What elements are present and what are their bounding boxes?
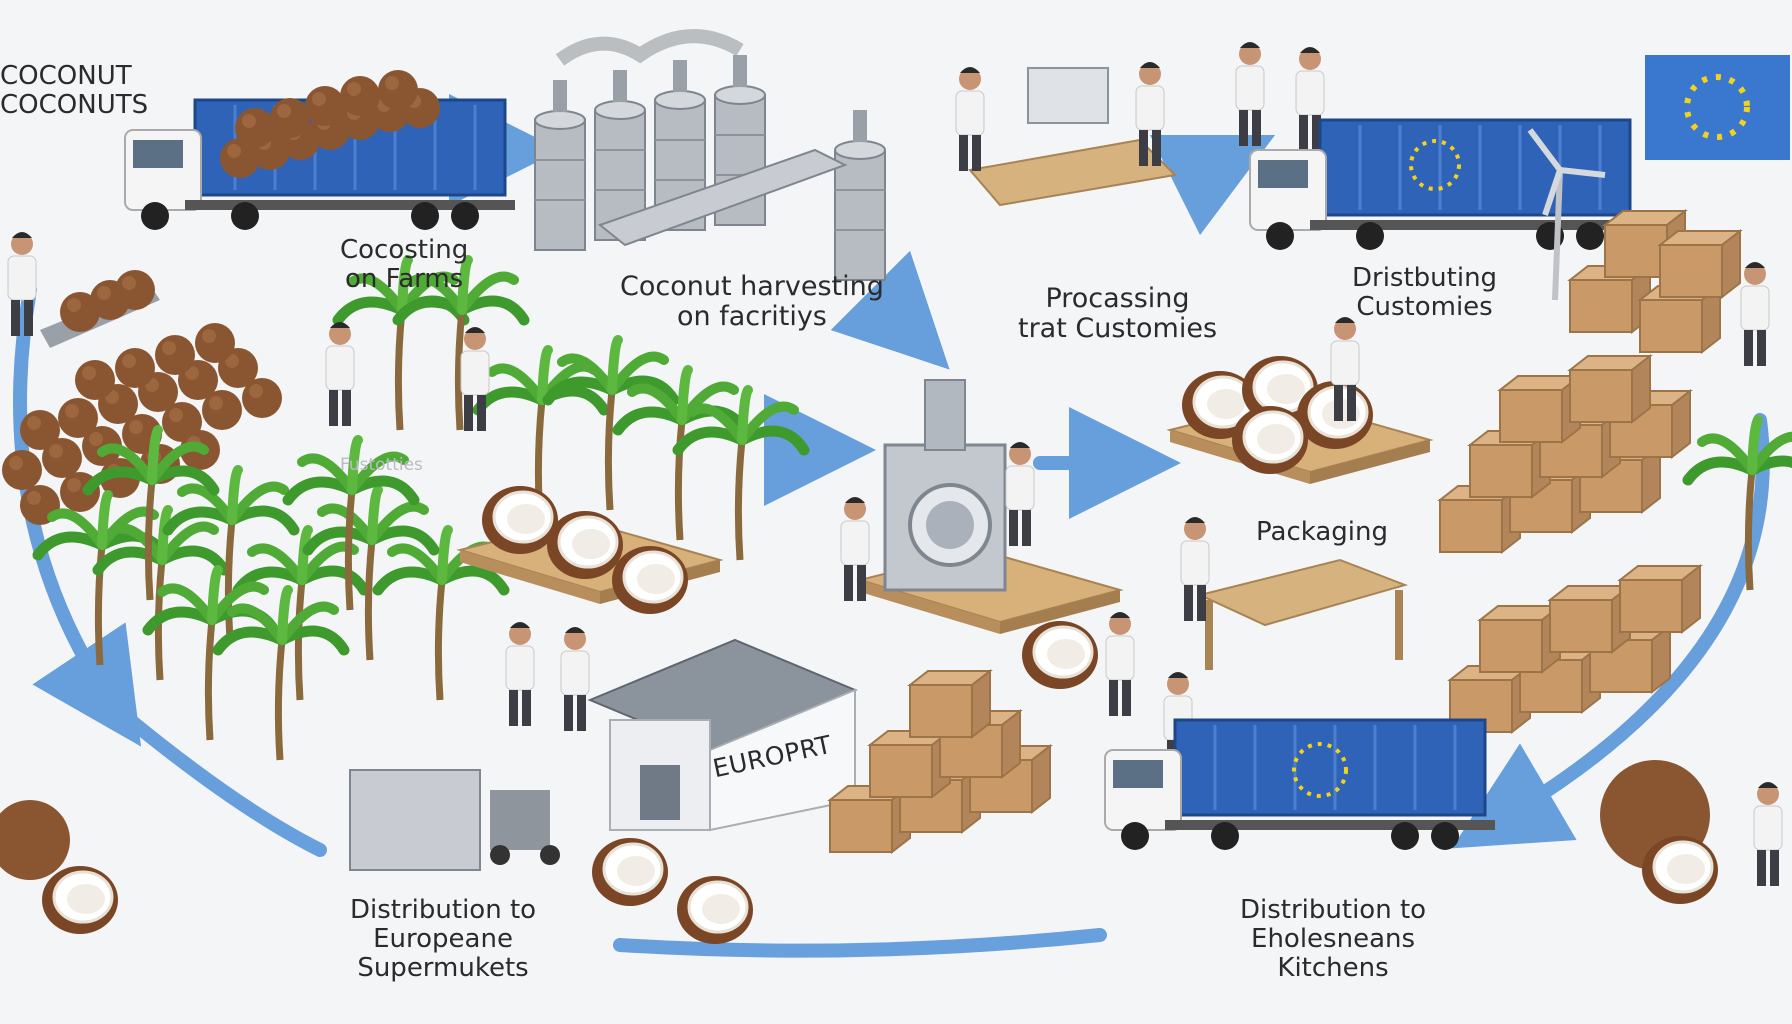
- worker-icon: [1005, 441, 1035, 547]
- label-processing: Procassing trat Customies: [1018, 283, 1218, 345]
- label-harvesting: Coconut harvesting on facritiys: [620, 271, 884, 333]
- arrow-icon: [1451, 413, 1770, 849]
- booth: [349, 769, 481, 871]
- box-stack-right: [1439, 355, 1701, 733]
- coconut-icon: [545, 509, 625, 581]
- eu-stars: [1292, 742, 1348, 798]
- worker-icon: [460, 326, 490, 432]
- truck-icon: [1248, 118, 1642, 252]
- label-distribution-kitchens-line-1: Distribution to: [1240, 895, 1427, 925]
- worker-icon: [1105, 611, 1135, 717]
- box-icon: [1549, 585, 1631, 653]
- box-icon: [1569, 355, 1651, 423]
- silo-icon: [534, 79, 586, 251]
- box-icon: [1619, 565, 1701, 633]
- label-harvesting-line-1: Coconut harvesting: [620, 271, 884, 302]
- label-distribution-kitchens-line-3: Kitchens: [1277, 953, 1389, 984]
- label-farms-line-2: on Farms: [344, 264, 464, 295]
- worker-icon: [1180, 516, 1210, 622]
- label-processing-line-1: Procassing: [1045, 283, 1190, 314]
- label-distribution-kitchens-line-2: Eholesneans: [1251, 924, 1416, 955]
- arrow-icon: [830, 250, 950, 370]
- arrow-icon: [1149, 134, 1276, 236]
- worker-icon: [955, 66, 985, 172]
- coconut-icon: [115, 270, 155, 310]
- packaging-table: [1197, 558, 1409, 627]
- worker-icon: [1740, 261, 1770, 367]
- palm-tree-icon: [548, 340, 674, 510]
- label-distribution-europe-line-2: Europeane: [373, 924, 513, 955]
- coconut-icon: [40, 864, 120, 936]
- conveyor: [597, 148, 848, 247]
- coconut-icon: [1020, 619, 1100, 691]
- eu-stars: [1409, 139, 1461, 191]
- box-icon: [1659, 230, 1741, 298]
- warehouse-icon: [587, 638, 858, 832]
- forklift: [490, 790, 550, 850]
- box-icon: [1499, 375, 1581, 443]
- box-icon: [1479, 605, 1561, 673]
- processing-machine: [883, 379, 1007, 592]
- title-top-left: COCONUT COCONUTS: [0, 61, 149, 121]
- coconut-icon: [1230, 404, 1310, 476]
- truck-icon: [1103, 718, 1497, 852]
- label-distributing-top: Dristbuting Customies: [1352, 263, 1498, 323]
- coconut-icon: [610, 544, 690, 616]
- coconut-icon: [675, 874, 755, 946]
- arrow-icon: [613, 928, 1107, 958]
- title-line-1: COCONUT: [0, 61, 132, 91]
- label-distributing-line-1: Dristbuting: [1352, 263, 1498, 293]
- palm-tree-icon: [148, 570, 274, 740]
- box-stack-bottom-center: [829, 670, 1051, 853]
- palm-tree-icon: [618, 370, 744, 540]
- coconut-icon: [480, 484, 560, 556]
- wind-turbine-icon: [1527, 128, 1606, 301]
- label-farms: Cocosting on Farms: [340, 235, 469, 295]
- coconut-icon: [0, 800, 70, 880]
- worker-icon: [1235, 41, 1265, 147]
- monitor: [1027, 67, 1109, 124]
- coconut-pile: [2, 323, 282, 525]
- label-distribution-kitchens: Distribution to Eholesneans Kitchens: [1240, 895, 1427, 984]
- label-processing-line-2: trat Customies: [1018, 313, 1218, 345]
- label-distribution-europe-line-3: Supermukets: [357, 953, 529, 984]
- processing-factory: [534, 29, 886, 281]
- coconut-icon: [1640, 834, 1720, 906]
- box-icon: [869, 730, 951, 798]
- worker-icon: [1753, 781, 1783, 887]
- eu-flag-icon: [1645, 55, 1790, 160]
- coconut-icon: [590, 836, 670, 908]
- eu-truck-top-right: [1248, 118, 1642, 252]
- title-line-2: COCONUTS: [0, 90, 149, 121]
- work-table: [968, 138, 1178, 207]
- silo-icon: [834, 109, 886, 281]
- label-harvesting-line-2: on facritiys: [677, 301, 827, 333]
- smoke: [555, 29, 744, 66]
- label-distribution-europe-line-1: Distribution to: [350, 895, 537, 925]
- label-distribution-europe: Distribution to Europeane Supermukets: [350, 895, 537, 984]
- faint-watermark-label: Fustotties: [340, 455, 423, 475]
- label-distributing-line-2: Customies: [1356, 292, 1493, 323]
- box-icon: [909, 670, 991, 738]
- label-farms-line-1: Cocosting: [340, 235, 469, 265]
- worker-icon: [325, 321, 355, 427]
- worker-icon: [840, 496, 870, 602]
- worker-icon: [505, 621, 535, 727]
- worker-icon: [560, 626, 590, 732]
- label-packaging: Packaging: [1256, 517, 1388, 547]
- coconut-truck-top-left: [123, 70, 517, 232]
- eu-truck-bottom-right: [1103, 718, 1497, 852]
- arrow-icon: [123, 713, 327, 857]
